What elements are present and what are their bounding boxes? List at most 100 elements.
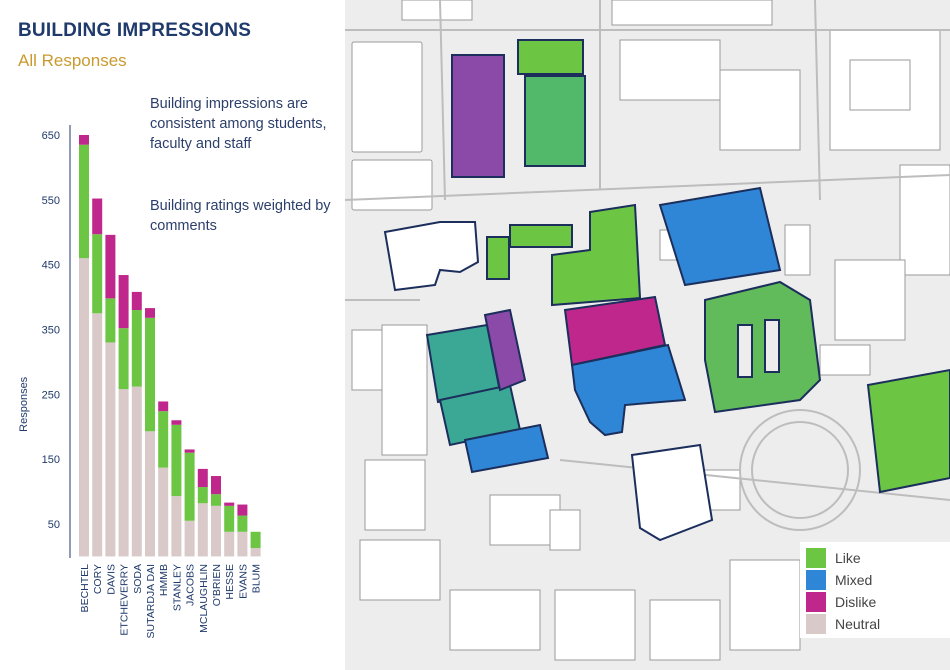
- legend-item-mixed: Mixed: [806, 570, 872, 590]
- bar-segment-like: [171, 424, 182, 497]
- bar-segment-dislike: [224, 502, 235, 506]
- bar-segment-like: [105, 298, 116, 343]
- bar-segment-dislike: [197, 468, 208, 488]
- bar-segment-neutral: [237, 531, 248, 557]
- building-like-far-east: [866, 368, 950, 494]
- bar-segment-dislike: [145, 308, 155, 318]
- x-tick-label: BECHTEL: [79, 564, 91, 613]
- bar-segment-like: [197, 487, 208, 504]
- legend-swatch-dislike: [806, 592, 826, 612]
- bar-segment-like: [250, 531, 261, 548]
- legend-label-like: Like: [835, 550, 861, 566]
- building-unrated-south: [630, 443, 714, 542]
- y-tick-label: 350: [42, 325, 60, 337]
- bar-segment-neutral: [79, 258, 89, 557]
- x-tick-label: SODA: [132, 564, 144, 594]
- y-tick-label: 550: [42, 195, 60, 207]
- building-dislike-mixed-north: [451, 54, 505, 178]
- bar-segment-dislike: [118, 275, 129, 329]
- building-like-center: [551, 203, 642, 307]
- legend-label-mixed: Mixed: [835, 572, 873, 588]
- bar-segment-dislike: [184, 449, 195, 453]
- building-mixed-center: [570, 343, 687, 437]
- legend-swatch-neutral: [806, 614, 826, 634]
- bar-segment-like: [118, 328, 129, 390]
- building-like-small-west: [486, 236, 510, 280]
- campus-map-svg: [345, 0, 950, 670]
- bar-segment-like: [131, 310, 142, 387]
- rated-buildings: [425, 39, 950, 494]
- bar-segment-neutral: [184, 520, 195, 557]
- bar-segment-like: [184, 452, 195, 521]
- campus-map: [345, 0, 950, 670]
- bar-segment-like: [145, 317, 155, 432]
- legend-item-neutral: Neutral: [806, 614, 880, 634]
- legend-swatch-mixed: [806, 570, 826, 590]
- bar-segment-dislike: [171, 420, 182, 425]
- building-unrated-west: [383, 221, 480, 292]
- building-like-north-small: [517, 39, 584, 75]
- y-tick-label: 150: [42, 454, 60, 466]
- y-axis-label: Responses: [18, 376, 30, 432]
- legend-item-like: Like: [806, 548, 861, 568]
- x-tick-label: HESSE: [224, 564, 236, 600]
- map-roads: [345, 0, 950, 531]
- bar-segment-neutral: [105, 342, 116, 557]
- bar-segment-dislike: [105, 234, 116, 299]
- x-tick-label: ETCHEVERRY: [119, 564, 131, 636]
- x-tick-label: HMMB: [158, 564, 170, 596]
- bar-segment-dislike: [79, 135, 89, 145]
- x-tick-label: JACOBS: [185, 564, 197, 606]
- bar-segment-dislike: [158, 401, 169, 412]
- map-blocks: [351, 0, 950, 661]
- x-tick-label: EVANS: [237, 564, 249, 599]
- x-tick-label: STANLEY: [171, 564, 183, 611]
- y-tick-label: 250: [42, 389, 60, 401]
- bar-segment-like: [224, 505, 235, 532]
- chart-panel: BUILDING IMPRESSIONS All Responses Build…: [0, 0, 345, 670]
- bar-segment-like: [237, 515, 248, 532]
- bar-segment-like: [158, 411, 169, 468]
- y-tick-label: 50: [48, 519, 60, 531]
- bar-segment-neutral: [211, 505, 221, 557]
- bar-segment-neutral: [171, 496, 182, 557]
- legend-swatch-like: [806, 548, 826, 568]
- building-mixed-northeast: [658, 186, 782, 287]
- legend-label-neutral: Neutral: [835, 616, 881, 632]
- x-tick-label: SUTARDJA DAI: [145, 564, 157, 638]
- bar-segment-neutral: [197, 503, 208, 557]
- bar-segment-dislike: [237, 504, 248, 516]
- building-like-strip: [509, 224, 573, 248]
- bar-segment-like: [79, 144, 89, 259]
- bar-segment-neutral: [158, 467, 169, 557]
- page-title: BUILDING IMPRESSIONS: [18, 20, 252, 41]
- bar-segment-neutral: [92, 313, 103, 557]
- map-legend: Like Mixed Dislike Neutral: [800, 542, 950, 638]
- bar-segment-neutral: [118, 389, 129, 557]
- y-tick-label: 650: [42, 130, 60, 142]
- bar-segment-dislike: [92, 198, 103, 235]
- legend-item-dislike: Dislike: [806, 592, 876, 612]
- bar-segment-neutral: [145, 431, 155, 557]
- x-tick-label: CORY: [92, 564, 104, 594]
- y-tick-label: 450: [42, 260, 60, 272]
- legend-label-dislike: Dislike: [835, 594, 877, 610]
- bar-segment-like: [211, 494, 221, 506]
- unrated-buildings: [383, 221, 714, 542]
- bar-segment-dislike: [211, 476, 221, 495]
- note-consistency: Building impressions are consistent amon…: [150, 96, 327, 152]
- page-subtitle: All Responses: [18, 51, 127, 70]
- building-like-east-large: [704, 280, 822, 414]
- bar-segment-neutral: [131, 386, 142, 557]
- courtyard-1: [737, 324, 753, 378]
- bar-segment-neutral: [250, 547, 261, 557]
- bar-segment-dislike: [131, 291, 142, 311]
- x-tick-label: BLUM: [251, 564, 263, 593]
- bar-segment-neutral: [224, 531, 235, 557]
- building-dislike-mixed-west: [483, 308, 527, 392]
- note-weighting: Building ratings weighted by comments: [150, 198, 331, 234]
- x-tick-label: MCLAUGHLIN: [198, 564, 210, 633]
- building-mixed-southwest: [463, 423, 550, 474]
- x-tick-label: DAVIS: [105, 564, 117, 595]
